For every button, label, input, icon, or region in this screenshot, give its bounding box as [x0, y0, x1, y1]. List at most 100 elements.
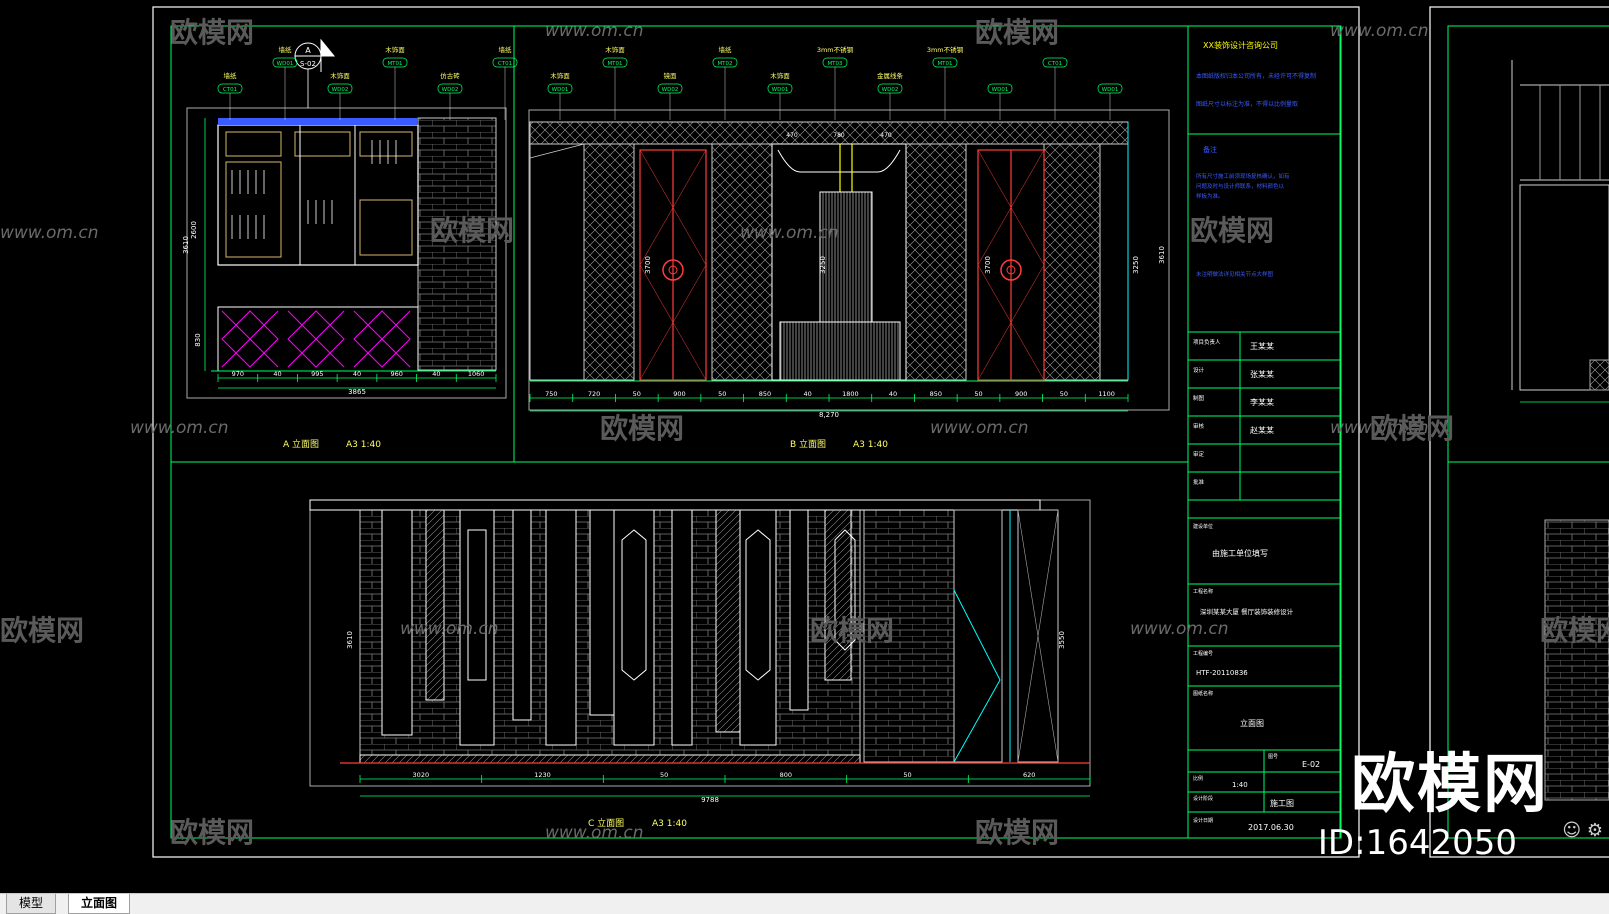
layout-tab-bar: 模型 立面图	[0, 893, 1609, 914]
watermark-site-1: www.om.cn	[1330, 21, 1429, 41]
watermark-brand-0: 欧模网	[170, 16, 254, 49]
b-dim-9: 850	[930, 390, 942, 398]
tb-company: XX装饰设计咨询公司	[1203, 40, 1278, 50]
material-tag-9: MT02	[717, 61, 732, 67]
tab-elevation[interactable]: 立面图	[68, 894, 131, 914]
note-label-3: 木饰面	[385, 45, 405, 54]
tb-row-value-2: 李某某	[1250, 397, 1274, 407]
tb-drawing-title-label: 图纸名称	[1193, 690, 1213, 697]
note-label-1: 墙纸	[279, 45, 293, 54]
elevation-b[interactable]	[528, 109, 1170, 411]
a-dim-2: 995	[311, 370, 323, 378]
view-b-label: B 立面图	[790, 438, 826, 450]
a-dim-4: 960	[391, 370, 403, 378]
b-dim-8: 40	[889, 390, 897, 398]
svg-text:问题及时与设计师联系，材料颜色以: 问题及时与设计师联系，材料颜色以	[1196, 182, 1285, 190]
watermark-brand-5: 欧模网	[810, 614, 894, 647]
a-wall-brick	[417, 117, 497, 371]
watermark-brand-2: 欧模网	[1190, 214, 1274, 247]
c-wall-brick-right	[863, 509, 955, 763]
tb-date-value: 2017.06.30	[1248, 823, 1294, 832]
a-left-dim-1: 2600	[190, 221, 198, 239]
tb-notes-title: 备注	[1203, 145, 1217, 154]
watermark-brand-9: 欧模网	[975, 816, 1059, 849]
elevation-c[interactable]	[309, 499, 1091, 787]
b-dim-10: 50	[974, 390, 982, 398]
c-dim-4: 50	[903, 771, 911, 779]
watermark-site-5: www.om.cn	[930, 418, 1029, 438]
watermark-brand-7: 欧模网	[1540, 614, 1609, 647]
elevation-a[interactable]	[186, 107, 507, 399]
a-left-dim-2: 3610	[182, 236, 190, 254]
gear-icon[interactable]: ⚙	[1586, 820, 1603, 841]
material-tag-5: CT01	[498, 61, 512, 67]
smile-icon[interactable]: ☺	[1562, 820, 1582, 841]
material-tag-8: WD02	[662, 87, 679, 93]
tb-row-label-4: 审定	[1193, 450, 1205, 458]
watermark-brand-3: 欧模网	[600, 412, 684, 445]
material-tag-12: WD02	[882, 87, 899, 93]
tb-client-label: 建设单位	[1193, 523, 1213, 530]
watermark-site-0: www.om.cn	[545, 21, 644, 41]
note-label-13: 3mm不锈钢	[927, 45, 964, 54]
c-height-dim-2: 3550	[1058, 631, 1066, 649]
tab-model[interactable]: 模型	[6, 894, 57, 914]
b-dim-0: 750	[545, 390, 557, 398]
section-marker[interactable]: A S-02	[294, 38, 336, 72]
c-dim-3: 800	[780, 771, 792, 779]
c-dim-1: 1230	[534, 771, 551, 779]
a-total-dim: 3865	[348, 388, 366, 396]
next-sheet-border	[1429, 6, 1609, 858]
sheet-border-inner	[170, 25, 1342, 839]
svg-text:样板为准。: 样板为准。	[1196, 192, 1224, 200]
tb-date-label: 设计日期	[1193, 817, 1213, 824]
material-tag-3: MT01	[387, 61, 402, 67]
watermark-site-3: www.om.cn	[740, 223, 839, 243]
b-dim-2: 50	[633, 390, 641, 398]
material-tag-15: CT01	[1048, 61, 1062, 67]
b-height-dim-3: 3700	[984, 256, 992, 274]
view-a-scale: A3 1:40	[346, 440, 381, 450]
tb-row-value-3: 赵某某	[1250, 425, 1274, 435]
watermark-site-8: www.om.cn	[1130, 619, 1229, 639]
watermark-brand: 欧模网	[1351, 748, 1549, 822]
view-b-scale: A3 1:40	[853, 440, 888, 450]
watermark-site-4: www.om.cn	[130, 418, 229, 438]
watermark-brand-4: 欧模网	[1370, 412, 1454, 445]
a-left-dim-3: 830	[194, 333, 202, 346]
c-height-dim-1: 3610	[346, 631, 354, 649]
b-top-dim-2: 780	[833, 132, 845, 139]
tb-drawing-no-label: 图号	[1268, 754, 1278, 760]
watermark-brand-6: 欧模网	[0, 614, 84, 647]
note-label-5: 墙纸	[499, 45, 513, 54]
note-label-9: 墙纸	[719, 45, 733, 54]
a-dim-5: 40	[432, 370, 440, 378]
c-total-dim: 9788	[701, 796, 719, 804]
viewport-tools[interactable]: ☺ ⚙	[1562, 820, 1603, 841]
note-label-0: 墙纸	[224, 71, 238, 80]
svg-text:所有尺寸施工前须现场复核确认，如有: 所有尺寸施工前须现场复核确认，如有	[1196, 172, 1290, 180]
b-total-dim: 8,270	[819, 411, 839, 419]
svg-text:本图纸版权归本公司所有，未经许可不得复制: 本图纸版权归本公司所有，未经许可不得复制	[1196, 72, 1316, 80]
note-label-11: 3mm不锈钢	[817, 45, 854, 54]
watermark-site-6: www.om.cn	[1330, 418, 1429, 438]
tb-stage-value: 施工图	[1270, 798, 1294, 808]
next-sheet-inner	[1447, 25, 1609, 839]
a-dim-1: 40	[273, 370, 281, 378]
tb-project-value: 深圳某某大厦 餐厅装饰装修设计	[1200, 607, 1294, 616]
next-sheet-elevation	[1511, 60, 1609, 801]
material-tag-7: MT01	[607, 61, 622, 67]
watermark-brand-1: 欧模网	[975, 16, 1059, 49]
tb-project-no-label: 工程编号	[1193, 650, 1213, 657]
tb-scale-value: 1:40	[1232, 781, 1248, 789]
watermark-brand-8: 欧模网	[170, 816, 254, 849]
title-block[interactable]: XX装饰设计咨询公司 本图纸版权归本公司所有，未经许可不得复制 图纸尺寸以标注为…	[1187, 25, 1341, 839]
c-dim-2: 50	[660, 771, 668, 779]
tb-drawing-title-value: 立面图	[1240, 718, 1264, 728]
material-tag-4: WD02	[442, 87, 459, 93]
c-dim-0: 3020	[413, 771, 430, 779]
